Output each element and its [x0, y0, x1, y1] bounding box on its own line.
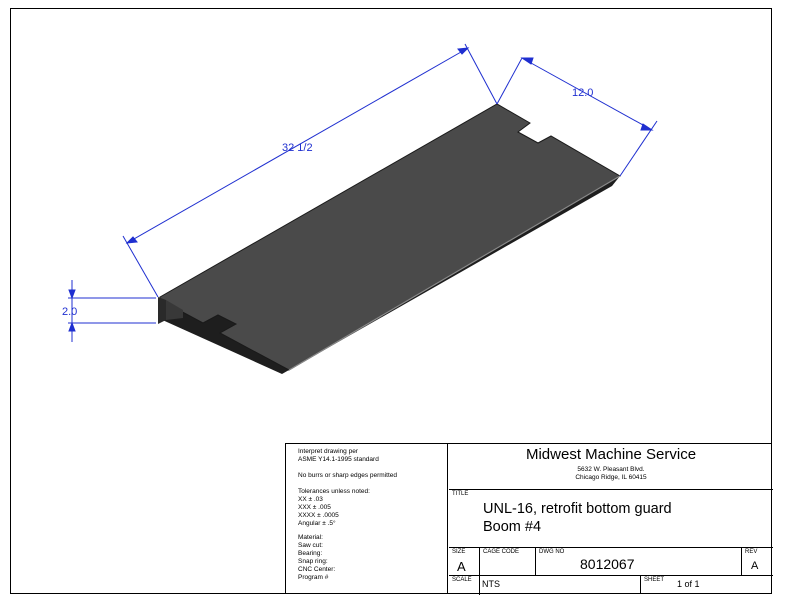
rev-value: A	[751, 560, 759, 572]
note-saw-cut: Saw cut:	[298, 542, 323, 549]
dimension-width	[496, 57, 658, 177]
size-value: A	[457, 559, 466, 574]
scale-value-cell: NTS	[480, 576, 640, 594]
note-tolerance-xxxx: XXXX ± .0005	[298, 512, 339, 519]
note-material: Material:	[298, 534, 323, 541]
drawing-sheet-border	[10, 8, 772, 594]
sheet-cell: SHEET 1 of 1	[641, 576, 773, 594]
scale-value: NTS	[482, 579, 500, 589]
note-cnc-center: CNC Center:	[298, 566, 336, 573]
note-interpret-1: Interpret drawing per	[298, 448, 358, 455]
title-label: TITLE	[452, 491, 469, 497]
size-label: SIZE	[452, 549, 466, 555]
scale-label: SCALE	[452, 577, 472, 583]
cage-code-label: CAGE CODE	[483, 549, 520, 555]
cage-code-cell: CAGE CODE	[480, 548, 535, 576]
dimension-width-label: 12.0	[572, 87, 593, 99]
title-cell: TITLE UNL-16, retrofit bottom guard Boom…	[449, 490, 773, 546]
rev-cell: REV A	[742, 548, 773, 576]
dimension-length	[122, 43, 498, 298]
note-snap-ring: Snap ring:	[298, 558, 328, 565]
size-cell: SIZE A	[449, 548, 479, 576]
title-block: Interpret drawing per ASME Y14.1-1995 st…	[285, 443, 773, 595]
dimension-height	[68, 280, 156, 342]
dwg-no-value: 8012067	[580, 556, 635, 572]
notes-panel: Interpret drawing per ASME Y14.1-1995 st…	[286, 444, 448, 594]
note-tolerance-angular: Angular ± .5°	[298, 520, 336, 527]
sheet-label: SHEET	[644, 577, 665, 583]
note-program: Program #	[298, 574, 329, 581]
note-tolerance-title: Tolerances unless noted:	[298, 488, 370, 495]
company-address-1: 5632 W. Pleasant Blvd.	[577, 466, 645, 473]
company-address-2: Chicago Ridge, IL 60415	[575, 474, 647, 481]
note-burrs: No burrs or sharp edges permitted	[298, 472, 397, 479]
dwg-no-cell: DWG NO 8012067	[536, 548, 741, 576]
dimension-length-label: 32 1/2	[282, 142, 313, 154]
note-bearing: Bearing:	[298, 550, 323, 557]
sheet-value: 1 of 1	[677, 579, 700, 589]
drawing-title-line-1: UNL-16, retrofit bottom guard	[483, 501, 672, 517]
plate-face	[159, 103, 621, 371]
dimension-height-label: 2.0	[62, 306, 77, 318]
note-tolerance-xx: XX ± .03	[298, 496, 323, 503]
company-name: Midwest Machine Service	[525, 446, 697, 463]
drawing-title-line-2: Boom #4	[483, 519, 542, 535]
note-tolerance-xxx: XXX ± .005	[298, 504, 331, 511]
scale-cell: SCALE	[449, 576, 479, 594]
rev-label: REV	[745, 549, 758, 555]
plate-flange	[158, 297, 166, 324]
note-interpret-2: ASME Y14.1-1995 standard	[298, 456, 379, 463]
company-block: Midwest Machine Service 5632 W. Pleasant…	[449, 444, 773, 489]
dwg-no-label: DWG NO	[539, 549, 565, 555]
